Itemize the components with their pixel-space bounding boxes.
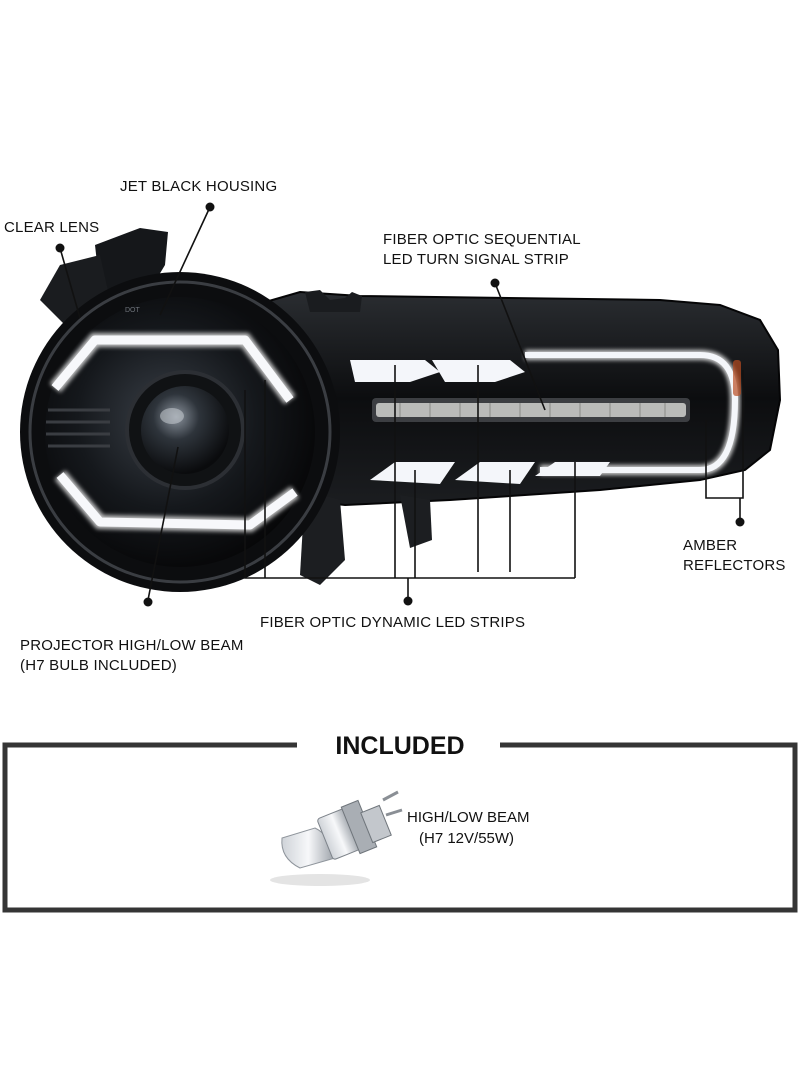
drl-u-strip: [525, 352, 739, 473]
lower-halo-strip: [56, 472, 298, 530]
callout-fiber-sequential-1: FIBER OPTIC SEQUENTIAL: [383, 231, 581, 248]
clear-lens-ring: [28, 280, 332, 584]
lens-marking: DOT: [125, 307, 141, 314]
upper-halo-strip: [51, 335, 294, 403]
turn-signal-segments: [399, 403, 666, 417]
callout-fiber-sequential-2: LED TURN SIGNAL STRIP: [383, 251, 569, 268]
callout-projector-2: (H7 BULB INCLUDED): [20, 657, 177, 674]
projector-highlight: [160, 408, 184, 424]
callout-projector-1: PROJECTOR HIGH/LOW BEAM: [20, 637, 244, 654]
bulb-label-2: (H7 12V/55W): [419, 830, 515, 847]
projector-lens: [141, 386, 229, 474]
callout-amber-1: AMBER: [683, 537, 738, 554]
leader-lines: [59, 206, 744, 601]
lower-tab: [400, 495, 432, 548]
leader-dots: [55, 202, 745, 607]
included-title: INCLUDED: [300, 728, 500, 764]
bottom-chevron-strips: [370, 462, 610, 484]
callout-amber-2: REFLECTORS: [683, 557, 786, 574]
callout-jet-black-housing: JET BLACK HOUSING: [120, 178, 278, 195]
bulb-label-1: HIGH/LOW BEAM: [407, 809, 530, 826]
amber-reflector: [733, 360, 741, 396]
headlight-assembly: DOT: [20, 228, 782, 592]
callout-clear-lens: CLEAR LENS: [4, 219, 100, 236]
housing-fins: [46, 408, 110, 448]
callout-dynamic-strips: FIBER OPTIC DYNAMIC LED STRIPS: [260, 614, 526, 631]
h7-bulb-icon: [270, 790, 403, 886]
turn-signal-strip: [376, 403, 686, 417]
top-tab: [305, 290, 362, 312]
included-frame: [2, 742, 798, 913]
